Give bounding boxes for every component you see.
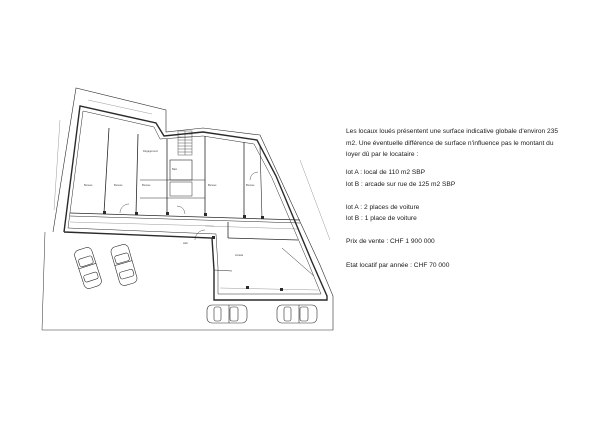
svg-text:Bureau: Bureau xyxy=(114,183,123,187)
car-icon xyxy=(74,247,102,289)
site-boundary xyxy=(42,87,334,331)
svg-text:Bain: Bain xyxy=(172,167,178,171)
intro-line-2: m2. Une éventuelle différence de surface… xyxy=(346,140,554,147)
svg-text:Bureau: Bureau xyxy=(246,183,255,187)
svg-text:Bureau: Bureau xyxy=(84,183,93,187)
partition-1 xyxy=(103,127,110,214)
intro-line-1: Les locaux loués présentent une surface … xyxy=(346,128,559,135)
door-swing-3 xyxy=(249,171,259,181)
arcade-wall-2 xyxy=(227,237,299,241)
door-swing-1 xyxy=(119,203,130,214)
svg-text:Bureau: Bureau xyxy=(208,183,217,187)
arcade-wall-3 xyxy=(213,269,233,272)
stairs-icon xyxy=(177,130,193,156)
dimension-lines xyxy=(53,99,331,291)
partition-2 xyxy=(135,133,139,215)
site-edge-left xyxy=(41,231,46,331)
lot-a-parking: lot A : 2 places de voiture xyxy=(346,204,420,211)
lot-a-surface: lot A : local de 110 m2 SBP xyxy=(346,169,426,176)
svg-text:Hall: Hall xyxy=(183,241,188,245)
room-labels: Bureau Bureau Dégagement Bureau Bain Bur… xyxy=(84,149,255,257)
interior-wall-main xyxy=(69,212,301,221)
car-icon xyxy=(110,244,138,286)
sale-price: Prix de vente : CHF 1 900 000 xyxy=(346,238,435,245)
lot-b-parking: lot B : 1 place de voiture xyxy=(346,215,417,222)
svg-text:Bureau: Bureau xyxy=(142,183,151,187)
door-swing-2 xyxy=(176,205,186,215)
lot-b-surface: lot B : arcade sur rue de 125 m2 SBP xyxy=(346,181,456,188)
partition-6 xyxy=(259,145,263,219)
room-wc xyxy=(169,181,193,197)
intro-line-3: loyer dû par le locataire : xyxy=(346,151,419,158)
car-icon xyxy=(206,304,248,324)
arcade-wall-4 xyxy=(281,247,315,277)
svg-text:Arcade: Arcade xyxy=(235,253,244,257)
car-icon xyxy=(276,304,318,324)
rental-state: Etat locatif par année : CHF 70 000 xyxy=(346,262,450,269)
building-outline xyxy=(63,105,328,301)
svg-text:Dégagement: Dégagement xyxy=(143,149,158,153)
columns xyxy=(103,211,283,291)
interior-wall-main-b xyxy=(69,215,301,224)
building-inner-wall xyxy=(67,110,322,295)
door-swing-4 xyxy=(194,229,206,241)
